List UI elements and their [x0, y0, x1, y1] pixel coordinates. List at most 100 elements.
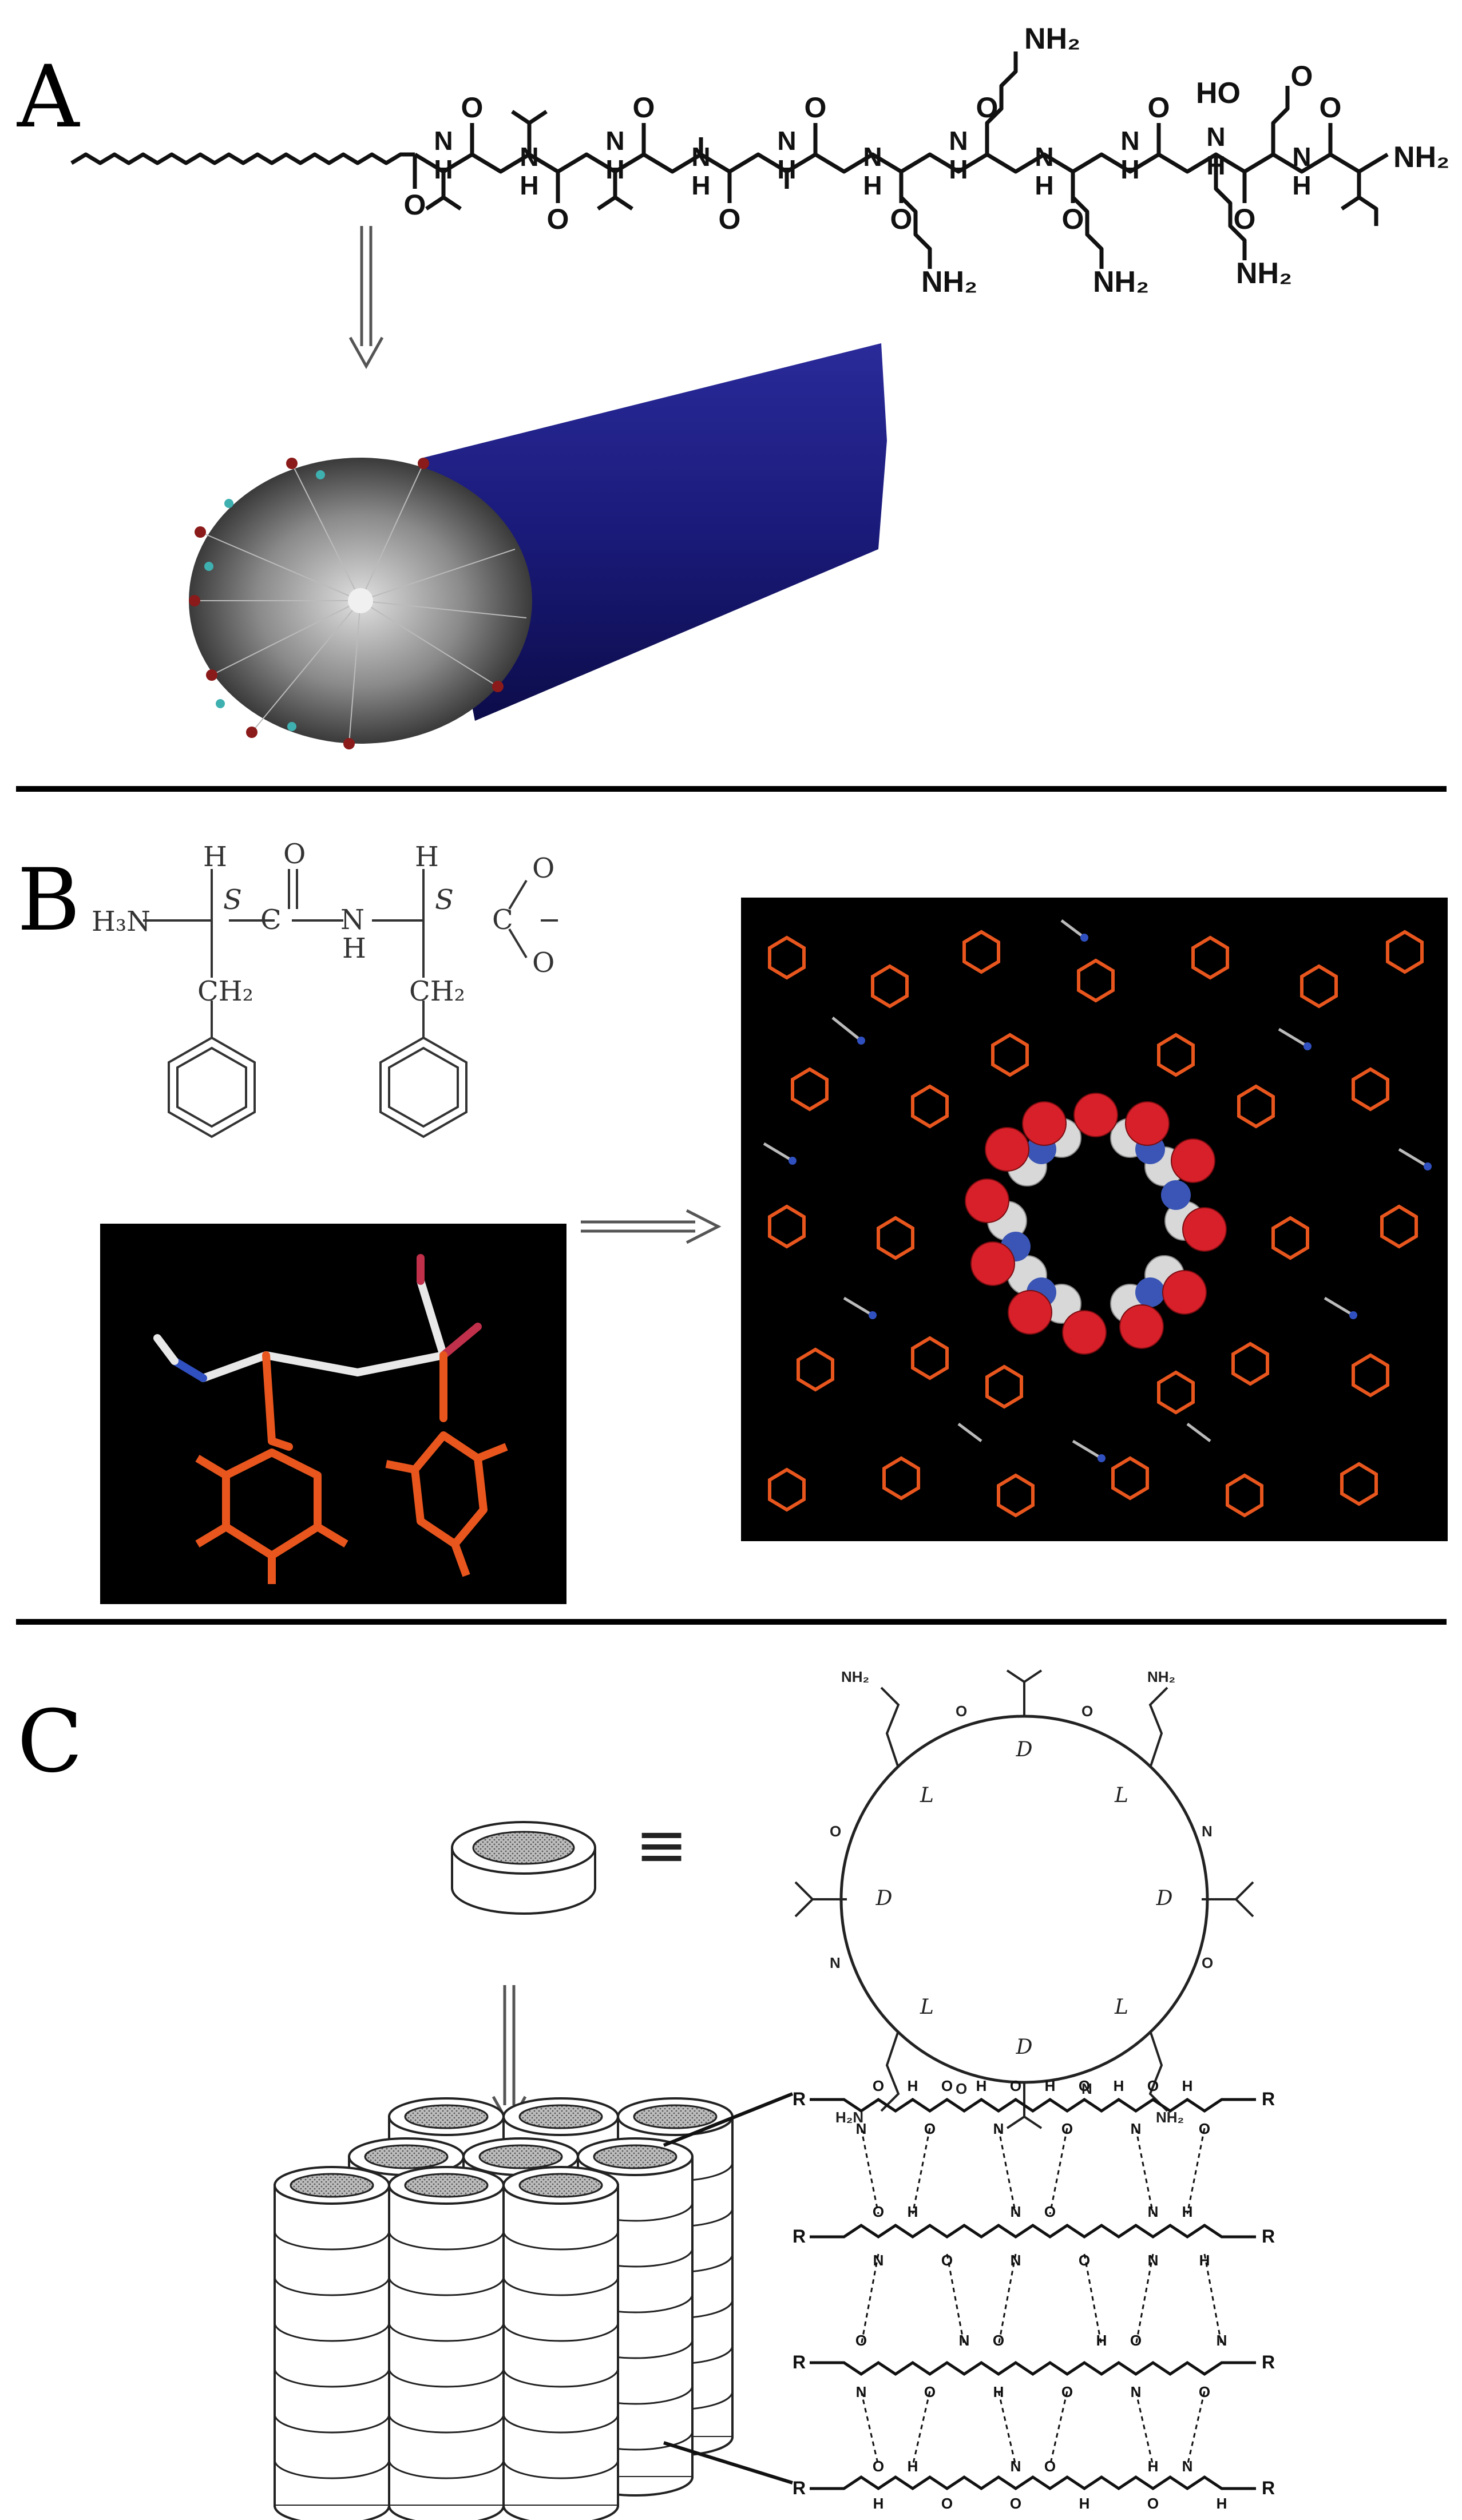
svg-text:H: H — [1182, 2203, 1193, 2220]
c-terminal-amide: NH₂ — [1393, 141, 1449, 174]
svg-text:H: H — [1096, 2332, 1107, 2349]
svg-text:O: O — [1044, 2203, 1056, 2220]
svg-text:O: O — [404, 189, 426, 221]
svg-text:O: O — [532, 947, 554, 979]
svg-text:H: H — [976, 2077, 987, 2094]
panel-label-c: C — [17, 1692, 83, 1792]
svg-text:O: O — [1044, 2458, 1056, 2475]
terminal-amine: H₃N — [92, 906, 150, 938]
svg-text:O: O — [976, 92, 999, 124]
svg-text:O: O — [941, 2077, 953, 2094]
svg-text:O: O — [873, 2458, 884, 2475]
svg-text:O: O — [1010, 2495, 1021, 2512]
hydrogen-bonds — [860, 2128, 1223, 2466]
svg-text:N: N — [605, 126, 624, 156]
panel-b: B H H O O O C — [0, 792, 1462, 1621]
svg-text:N: N — [1217, 2332, 1227, 2349]
svg-text:N: N — [1206, 122, 1225, 152]
svg-text:H: H — [203, 841, 227, 873]
svg-text:O: O — [1061, 2383, 1073, 2400]
svg-text:N: N — [1202, 1823, 1213, 1840]
peptide-backbone — [414, 152, 1389, 174]
end-group-3r: R — [1262, 2352, 1275, 2372]
lysine-side-chains — [899, 51, 1247, 269]
svg-text:N: N — [691, 142, 710, 172]
svg-text:N: N — [1148, 2252, 1159, 2269]
svg-text:O: O — [1234, 203, 1256, 235]
svg-text:H: H — [993, 2383, 1004, 2400]
svg-text:O: O — [924, 2383, 936, 2400]
panel-a: A — [0, 0, 1462, 789]
lysine-amine-2: NH₂ — [1093, 265, 1149, 299]
end-group-2r: R — [1262, 2226, 1275, 2247]
svg-text:N: N — [959, 2332, 970, 2349]
end-group-3l: R — [793, 2352, 806, 2372]
svg-text:H: H — [415, 841, 439, 873]
carbonyl-oxygens: OO OO OO OO OO OO O — [404, 60, 1342, 235]
svg-text:H: H — [1079, 2495, 1090, 2512]
svg-text:H: H — [873, 2495, 884, 2512]
svg-text:H: H — [1217, 2495, 1227, 2512]
svg-text:O: O — [1081, 1703, 1093, 1720]
svg-text:O: O — [633, 92, 655, 124]
radial-molecules — [195, 463, 527, 744]
svg-text:H: H — [949, 154, 968, 184]
end-group-4l: R — [793, 2478, 806, 2498]
svg-text:O: O — [873, 2077, 884, 2094]
nanofiber-model — [189, 343, 887, 749]
svg-text:O: O — [924, 2120, 936, 2137]
peptide-amphiphile-structure: OO OO OO OO OO OO O NH NH NH NH NH NH NH… — [70, 22, 1449, 299]
svg-text:N: N — [856, 2120, 867, 2137]
svg-text:N: N — [1120, 126, 1139, 156]
nitrogen-atoms — [789, 934, 1432, 1462]
svg-text:O: O — [1062, 203, 1084, 235]
svg-text:C: C — [260, 904, 282, 936]
divider-ab — [16, 786, 1447, 792]
svg-text:N: N — [1182, 2458, 1193, 2475]
svg-text:N: N — [949, 126, 968, 156]
cyclic-side-chains — [794, 1669, 1254, 2129]
svg-text:H: H — [1148, 2458, 1159, 2475]
end-group-1r: R — [1262, 2089, 1275, 2109]
diphenylalanine-structure: H H O O O C N H C − H₃N S S CH₂ CH₂ — [92, 838, 561, 1138]
svg-text:N: N — [1131, 2120, 1142, 2137]
svg-text:O: O — [805, 92, 827, 124]
svg-text:O: O — [1147, 2495, 1159, 2512]
end-group-2l: R — [793, 2226, 806, 2247]
nanofiber-shell — [423, 343, 887, 721]
svg-text:N: N — [1131, 2383, 1142, 2400]
svg-text:H: H — [908, 2203, 918, 2220]
svg-text:H: H — [908, 2077, 918, 2094]
svg-text:N: N — [1011, 2203, 1021, 2220]
svg-text:H₂N: H₂N — [835, 2109, 863, 2126]
aspartate-side-chain — [1271, 86, 1290, 154]
svg-text:H: H — [691, 170, 710, 200]
stereo-labels: D L L D D L L D — [875, 1738, 1173, 2059]
assembly-arrow-a — [348, 226, 384, 370]
svg-text:N: N — [520, 142, 538, 172]
svg-text:N: N — [1011, 2458, 1021, 2475]
svg-text:H: H — [434, 154, 453, 184]
svg-text:N: N — [777, 126, 796, 156]
svg-text:H: H — [520, 170, 538, 200]
svg-text:−: − — [538, 904, 561, 936]
phenyl-lattice — [768, 930, 1424, 1518]
svg-text:H: H — [342, 932, 366, 965]
assembly-arrow-b — [581, 1209, 722, 1244]
svg-text:O: O — [956, 1703, 967, 1720]
end-groups: R R R R R R R R — [793, 2089, 1275, 2498]
acid-hydroxyl: HO — [1196, 77, 1241, 110]
stereo-label-1: S — [223, 884, 242, 916]
svg-text:O: O — [532, 852, 554, 884]
methylene-label-1: CH₂ — [197, 975, 253, 1007]
svg-text:H: H — [908, 2458, 918, 2475]
svg-text:O: O — [1199, 2383, 1210, 2400]
hydrophobic-side-chains — [425, 110, 1378, 226]
svg-text:O: O — [1320, 92, 1342, 124]
svg-text:N: N — [340, 904, 364, 936]
